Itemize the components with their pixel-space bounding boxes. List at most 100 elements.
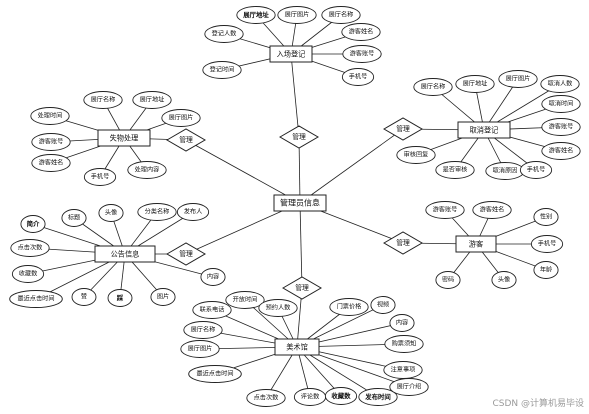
entity-label: 失物处理 — [110, 134, 139, 143]
entity-label: 美术馆 — [286, 343, 308, 352]
attribute-label: 游客姓名 — [549, 147, 574, 155]
attribute-label: 分类名称 — [145, 208, 170, 216]
entity-checkin: 入场登记 — [269, 45, 313, 63]
attribute-label: 展厅地址 — [140, 96, 165, 104]
watermark-text: CSDN @计算机易毕设 — [492, 397, 584, 409]
attribute-label: 密码 — [442, 276, 454, 284]
attribute-label: 手机号 — [91, 173, 110, 181]
attribute-label: 展厅地址 — [463, 80, 488, 88]
attribute-label: 注意事项 — [391, 366, 416, 374]
attribute-lost-7: 处理内容 — [127, 161, 167, 179]
relationship-label: 管理 — [396, 238, 410, 247]
attribute-label: 发布人 — [184, 208, 203, 216]
relationship-notice: 管理 — [166, 242, 206, 266]
attribute-label: 展厅名称 — [91, 96, 116, 104]
attribute-label: 审核回复 — [404, 151, 429, 159]
entity-label: 取消登记 — [470, 126, 499, 135]
attribute-label: 简介 — [27, 219, 40, 228]
attribute-label: 取消时间 — [549, 100, 574, 108]
attribute-label: 展厅介绍 — [397, 383, 422, 391]
attribute-lost-5: 游客姓名 — [31, 154, 71, 172]
attribute-cancel-6: 审核回复 — [396, 146, 436, 164]
attribute-cancel-10: 手机号 — [519, 161, 553, 179]
attribute-label: 购票须知 — [392, 340, 417, 348]
attribute-museum-10: 最近点击时间 — [188, 365, 242, 383]
attribute-label: 展厅图片 — [188, 345, 213, 353]
attribute-lost-0: 处理时间 — [30, 107, 70, 125]
attribute-label: 展厅名称 — [329, 11, 354, 19]
attribute-checkin-5: 游客账号 — [342, 45, 382, 63]
attribute-label: 联系电话 — [200, 306, 225, 314]
attribute-cancel-2: 展厅图片 — [498, 70, 538, 88]
entity-visitor: 游客 — [455, 235, 497, 253]
attribute-label: 赞 — [81, 293, 87, 301]
relationship-label: 管理 — [292, 132, 306, 141]
attribute-label: 手机号 — [538, 240, 557, 248]
entity-label: 公告信息 — [111, 250, 140, 259]
attribute-label: 游客账号 — [350, 50, 375, 58]
attribute-label: 手机号 — [527, 166, 546, 174]
connector-line — [185, 139, 301, 204]
relationship-label: 管理 — [179, 135, 193, 144]
attribute-museum-6: 展厅名称 — [183, 321, 223, 339]
attribute-checkin-3: 登记人数 — [204, 25, 244, 43]
entity-lost: 失物处理 — [97, 129, 151, 147]
relationship-checkin: 管理 — [279, 125, 319, 149]
attribute-visitor-6: 头像 — [491, 271, 517, 289]
attribute-notice-4: 发布人 — [176, 203, 210, 221]
attribute-label: 性别 — [540, 213, 552, 221]
attribute-museum-13: 收藏数 — [324, 387, 358, 405]
attribute-museum-2: 预约人数 — [258, 299, 298, 317]
attribute-label: 内容 — [207, 273, 219, 281]
attribute-notice-11: 图片 — [150, 288, 176, 306]
nodes: 展厅地址展厅图片展厅名称登记人数游客姓名游客账号登记时间手机号展厅名称展厅地址展… — [9, 6, 581, 407]
attribute-museum-15: 展厅介绍 — [389, 378, 429, 396]
attribute-museum-7: 购票须知 — [384, 335, 424, 353]
attribute-cancel-9: 取消原因 — [485, 162, 525, 180]
entity-notice: 公告信息 — [94, 245, 156, 263]
attribute-notice-8: 最近点击时间 — [9, 290, 63, 308]
entity-label: 入场登记 — [277, 50, 306, 59]
attribute-label: 游客账号 — [433, 206, 458, 214]
attribute-notice-9: 赞 — [71, 288, 97, 306]
attribute-museum-1: 联系电话 — [192, 301, 232, 319]
attribute-label: 预约人数 — [266, 304, 292, 312]
attribute-museum-9: 注意事项 — [383, 361, 423, 379]
attribute-cancel-8: 是否审核 — [435, 161, 475, 179]
attribute-notice-10: 踩 — [107, 289, 133, 307]
entity-label: 管理员信息 — [280, 198, 320, 208]
attribute-label: 发布时间 — [364, 392, 391, 401]
attribute-label: 展厅名称 — [191, 326, 216, 334]
attribute-notice-2: 头像 — [98, 204, 124, 222]
attribute-cancel-5: 游客账号 — [541, 118, 581, 136]
attribute-label: 开放时间 — [233, 296, 258, 304]
attribute-label: 展厅图片 — [285, 11, 310, 19]
attribute-label: 点击次数 — [254, 394, 280, 402]
attribute-label: 展厅名称 — [421, 83, 446, 91]
attribute-visitor-4: 年龄 — [533, 261, 559, 279]
relationship-label: 管理 — [295, 283, 309, 292]
attribute-label: 处理内容 — [135, 166, 160, 174]
attribute-checkin-7: 手机号 — [341, 68, 375, 86]
attribute-notice-3: 分类名称 — [137, 203, 177, 221]
attribute-visitor-2: 性别 — [533, 208, 559, 226]
attribute-notice-5: 点击次数 — [10, 239, 50, 257]
attribute-cancel-0: 展厅名称 — [413, 78, 453, 96]
attribute-checkin-1: 展厅图片 — [277, 6, 317, 24]
attribute-label: 踩 — [117, 293, 124, 302]
attribute-label: 游客姓名 — [39, 159, 64, 167]
attribute-notice-7: 内容 — [200, 268, 226, 286]
attribute-lost-2: 展厅地址 — [132, 91, 172, 109]
attribute-notice-0: 简介 — [20, 215, 46, 233]
attribute-cancel-4: 取消时间 — [541, 95, 581, 113]
attribute-label: 标题 — [68, 214, 80, 222]
attribute-checkin-2: 展厅名称 — [321, 6, 361, 24]
connector-line — [290, 53, 300, 138]
attribute-checkin-6: 登记时间 — [202, 61, 242, 79]
attribute-visitor-3: 手机号 — [530, 235, 564, 253]
attribute-label: 头像 — [498, 276, 510, 284]
attribute-lost-1: 展厅名称 — [83, 91, 123, 109]
relationship-label: 管理 — [396, 124, 410, 133]
entity-cancel: 取消登记 — [457, 121, 511, 139]
